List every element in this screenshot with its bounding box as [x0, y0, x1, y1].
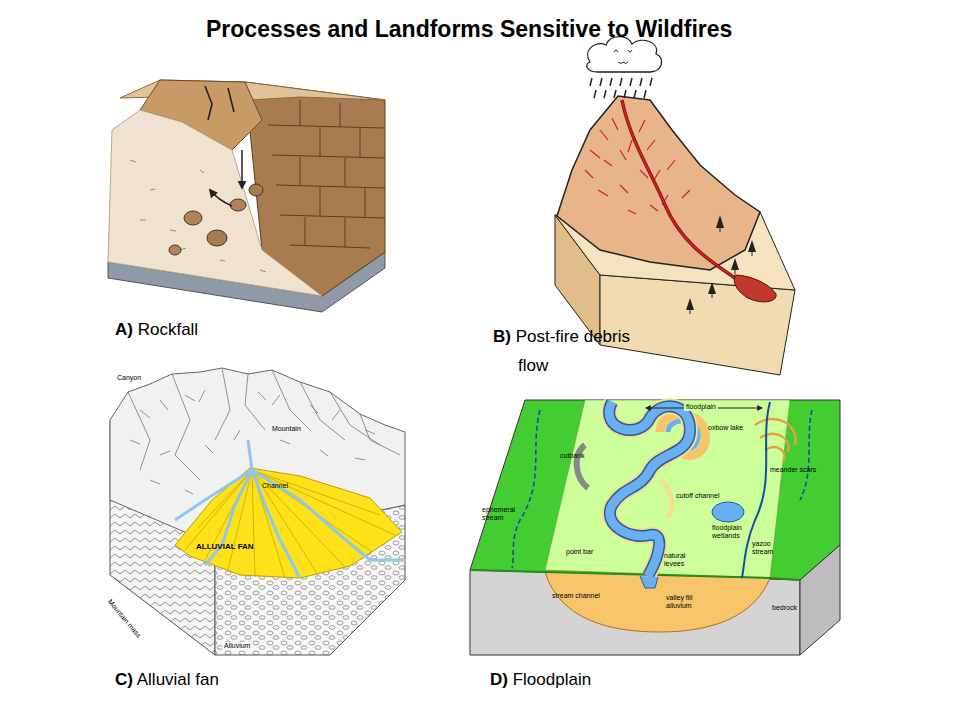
debris-flow-illustration-part	[735, 270, 736, 274]
rockfall-illustration-part	[130, 160, 266, 272]
rockfall-illustration-part	[241, 150, 243, 188]
alluvial-fan-illustration-part	[185, 470, 395, 578]
debris-flow-illustration-part	[690, 310, 691, 314]
alluvial-fan-illustration	[110, 368, 405, 655]
debris-flow-illustration	[555, 37, 795, 375]
debris-flow-illustration-part	[752, 252, 753, 256]
floodplain-illustration-part	[609, 402, 690, 576]
part-label: Mountain	[272, 425, 301, 433]
debris-flow-illustration-part	[590, 78, 652, 98]
floodplain-illustration-part	[712, 502, 744, 522]
debris-flow-illustration-part	[585, 118, 690, 214]
alluvial-fan-illustration-part	[252, 470, 370, 560]
alluvial-fan-illustration-part	[175, 470, 252, 520]
debris-flow-illustration-part	[600, 275, 795, 375]
alluvial-fan-illustration-part	[128, 368, 400, 480]
debris-flow-illustration-part	[748, 240, 756, 252]
alluvial-fan-illustration-part	[175, 440, 405, 578]
floodplain-illustration-part	[470, 570, 800, 580]
rockfall-illustration-part	[207, 230, 227, 246]
alluvial-fan-illustration-part	[185, 470, 395, 578]
part-label: oxbow lake	[708, 424, 743, 432]
floodplain-illustration-part	[470, 570, 800, 655]
part-label: ephemeral stream	[482, 506, 520, 522]
debris-flow-illustration-part	[686, 298, 694, 310]
part-label: natural levees	[664, 552, 696, 568]
debris-flow-illustration-part	[731, 258, 739, 270]
debris-flow-illustration-part	[720, 228, 721, 232]
part-label: meander scars	[770, 466, 816, 474]
debris-flow-illustration-part	[716, 215, 724, 228]
rockfall-illustration-part	[184, 211, 202, 225]
debris-flow-illustration-part	[585, 118, 690, 214]
debris-flow-illustration-part	[622, 100, 760, 296]
rockfall-illustration-part	[210, 190, 232, 206]
floodplain-illustration-part	[512, 410, 540, 568]
rockfall-illustration-part	[108, 110, 322, 296]
part-label: cutoff channel	[676, 492, 719, 500]
part-label: Alluvium	[222, 642, 252, 650]
floodplain-illustration-part	[660, 480, 672, 518]
part-label: floodplain wetlands	[712, 524, 754, 540]
part-label: bedrock	[772, 604, 797, 612]
floodplain-illustration-part	[470, 400, 840, 580]
panel-caption: A) Rockfall	[115, 320, 198, 340]
debris-flow-illustration-part	[614, 50, 632, 64]
panel-caption: B) Post-fire debris flow	[493, 323, 630, 381]
debris-flow-illustration-part	[686, 215, 756, 314]
rockfall-illustration-part	[249, 184, 263, 196]
rockfall-illustration	[108, 80, 385, 312]
part-label: Canyon	[117, 374, 141, 382]
floodplain-illustration-part	[800, 545, 840, 655]
alluvial-fan-illustration-part	[370, 559, 405, 562]
debris-flow-illustration-part	[622, 100, 760, 296]
part-label: cutbank	[560, 452, 585, 460]
floodplain-illustration-part	[609, 402, 690, 576]
part-label: Mountain mass	[106, 598, 143, 640]
part-label: floodplain	[684, 403, 718, 411]
part-label: point bar	[566, 548, 593, 556]
part-label: stream channel	[552, 592, 600, 600]
debris-flow-illustration-part	[712, 294, 713, 298]
floodplain-illustration-part	[545, 572, 770, 632]
floodplain-illustration	[470, 400, 840, 655]
debris-flow-illustration-part	[708, 282, 716, 294]
panel-caption: C) Alluvial fan	[115, 670, 219, 690]
alluvial-fan-illustration-part	[252, 470, 300, 578]
floodplain-illustration-part	[577, 445, 588, 488]
floodplain-illustration-part	[609, 402, 690, 576]
rockfall-illustration-part	[205, 86, 234, 120]
part-label: ALLUVIAL FAN	[196, 542, 254, 551]
debris-flow-illustration-part	[734, 275, 776, 302]
part-label: valley fill alluvium	[666, 594, 708, 610]
rockfall-illustration-part	[230, 199, 246, 211]
panel-caption: D) Floodplain	[490, 670, 591, 690]
rockfall-illustration-part	[169, 245, 181, 255]
floodplain-illustration-part	[800, 410, 812, 500]
debris-flow-illustration-part	[557, 96, 760, 270]
part-label: Channel	[262, 482, 288, 490]
debris-flow-illustration-part	[590, 78, 652, 98]
rockfall-illustration-part	[268, 100, 385, 248]
title: Processes and Landforms Sensitive to Wil…	[206, 16, 732, 42]
part-label: yazoo stream	[752, 540, 782, 556]
floodplain-illustration-part	[640, 576, 658, 588]
floodplain-illustration-part	[545, 400, 790, 578]
floodplain-illustration-part	[755, 419, 796, 462]
